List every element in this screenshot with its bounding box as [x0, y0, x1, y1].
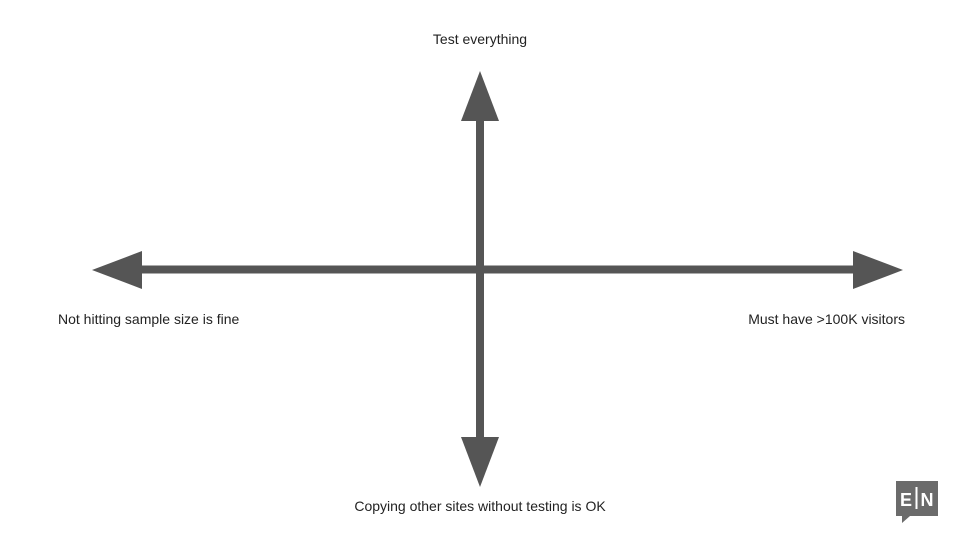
label-right: Must have >100K visitors	[748, 311, 905, 327]
horizontal-axis-line	[140, 265, 856, 274]
logo-letter-e: E	[900, 490, 912, 510]
logo-letter-n: N	[921, 490, 934, 510]
right-arrowhead	[853, 251, 903, 289]
label-left: Not hitting sample size is fine	[58, 311, 240, 327]
top-arrowhead	[461, 71, 499, 121]
left-arrowhead	[92, 251, 142, 289]
vertical-axis-line	[476, 118, 484, 440]
brand-logo: E N	[896, 481, 938, 523]
label-top: Test everything	[432, 31, 528, 47]
vertical-axis	[461, 71, 499, 487]
logo-divider	[915, 487, 918, 509]
bottom-arrowhead	[461, 437, 499, 487]
horizontal-axis	[92, 251, 903, 289]
label-bottom: Copying other sites without testing is O…	[354, 498, 606, 514]
